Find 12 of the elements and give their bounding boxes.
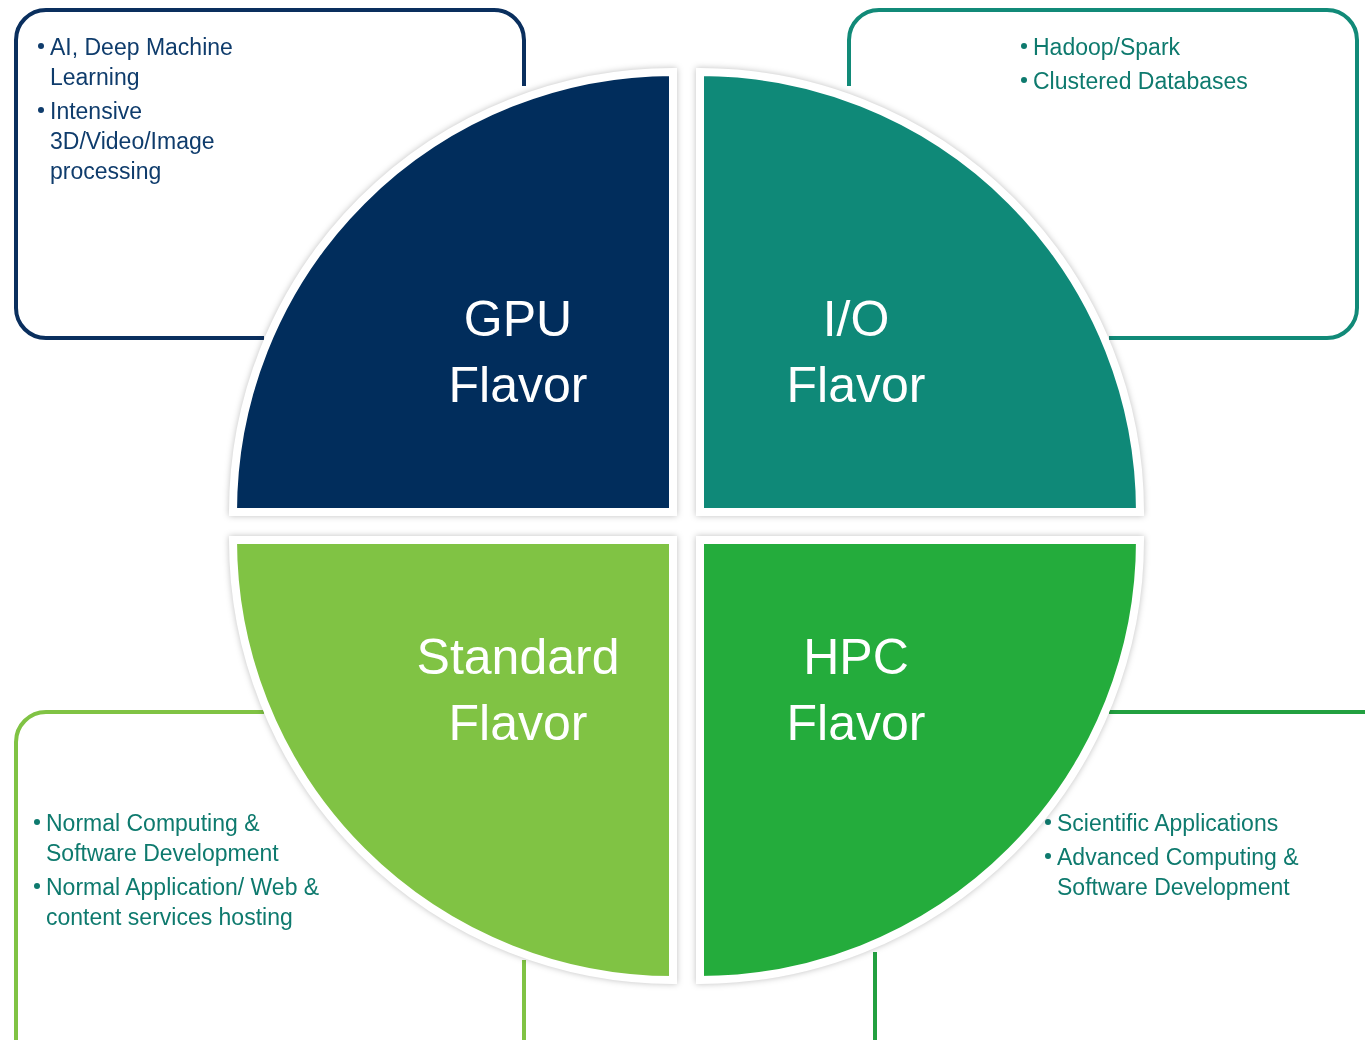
bullet-text: Scientific Applications bbox=[1057, 809, 1279, 838]
bullet-text: AI, Deep Machine Learning bbox=[50, 33, 234, 92]
bullet-text: Clustered Databases bbox=[1033, 67, 1248, 96]
quadrant-label: GPU Flavor bbox=[447, 290, 589, 415]
bullet-text: Normal Computing & Software Development bbox=[46, 809, 280, 868]
bullet-text: Normal Application/ Web & content services hosting bbox=[46, 873, 321, 932]
bullet-text: Intensive 3D/Video/Image processing bbox=[50, 97, 216, 186]
quadrant-label: I/O Flavor bbox=[785, 290, 927, 415]
quadrant-label: Standard Flavor bbox=[415, 628, 621, 753]
bullet-text: Hadoop/Spark bbox=[1033, 33, 1181, 62]
quadrant-label: HPC Flavor bbox=[785, 628, 927, 753]
bullet-text: Advanced Computing & Software Development bbox=[1057, 843, 1300, 902]
